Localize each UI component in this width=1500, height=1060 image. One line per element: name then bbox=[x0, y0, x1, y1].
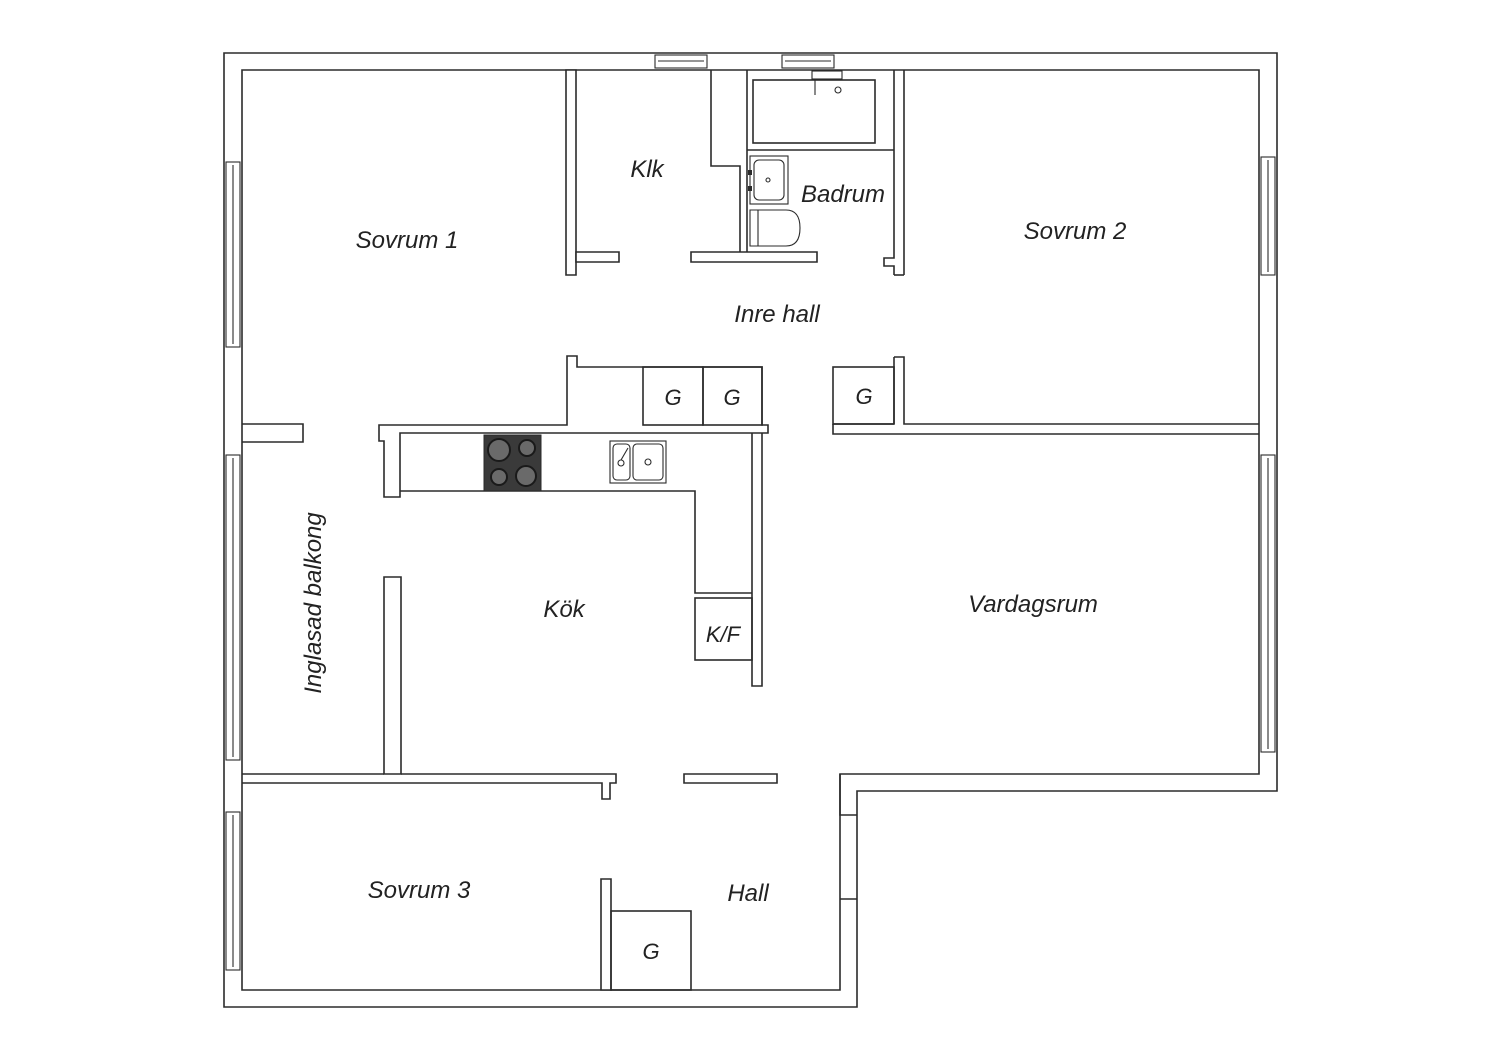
windows bbox=[225, 54, 1276, 971]
label-wardrobe-3: G bbox=[855, 384, 872, 409]
fridge-freezer bbox=[694, 597, 753, 661]
bathtub-icon bbox=[752, 70, 876, 144]
fixtures bbox=[400, 70, 895, 991]
label-sovrum-3: Sovrum 3 bbox=[368, 877, 471, 904]
label-wardrobe-2: G bbox=[723, 385, 740, 410]
room-labels: Sovrum 1 Klk Badrum Sovrum 2 Inre hall I… bbox=[300, 156, 1126, 964]
wardrobe-2 bbox=[702, 366, 763, 426]
wardrobe-4 bbox=[610, 910, 692, 991]
label-inre-hall: Inre hall bbox=[734, 301, 820, 328]
interior-walls bbox=[242, 69, 1259, 991]
wardrobe-3 bbox=[832, 366, 895, 425]
label-hall: Hall bbox=[727, 880, 769, 907]
label-wardrobe-4: G bbox=[642, 939, 659, 964]
label-inglasad-balkong: Inglasad balkong bbox=[300, 512, 327, 694]
label-wardrobe-1: G bbox=[664, 385, 681, 410]
label-badrum: Badrum bbox=[801, 181, 885, 208]
label-sovrum-2: Sovrum 2 bbox=[1024, 218, 1127, 245]
label-sovrum-1: Sovrum 1 bbox=[356, 227, 459, 254]
kitchen-sink-icon bbox=[609, 440, 667, 484]
washbasin-icon bbox=[748, 155, 789, 205]
label-klk: Klk bbox=[630, 156, 665, 183]
label-fridge-freezer: K/F bbox=[706, 622, 742, 647]
toilet-icon bbox=[749, 209, 801, 247]
label-kok: Kök bbox=[543, 596, 586, 623]
stove-icon bbox=[483, 434, 542, 492]
kitchen-counter bbox=[400, 490, 752, 594]
label-vardagsrum: Vardagsrum bbox=[968, 591, 1098, 618]
